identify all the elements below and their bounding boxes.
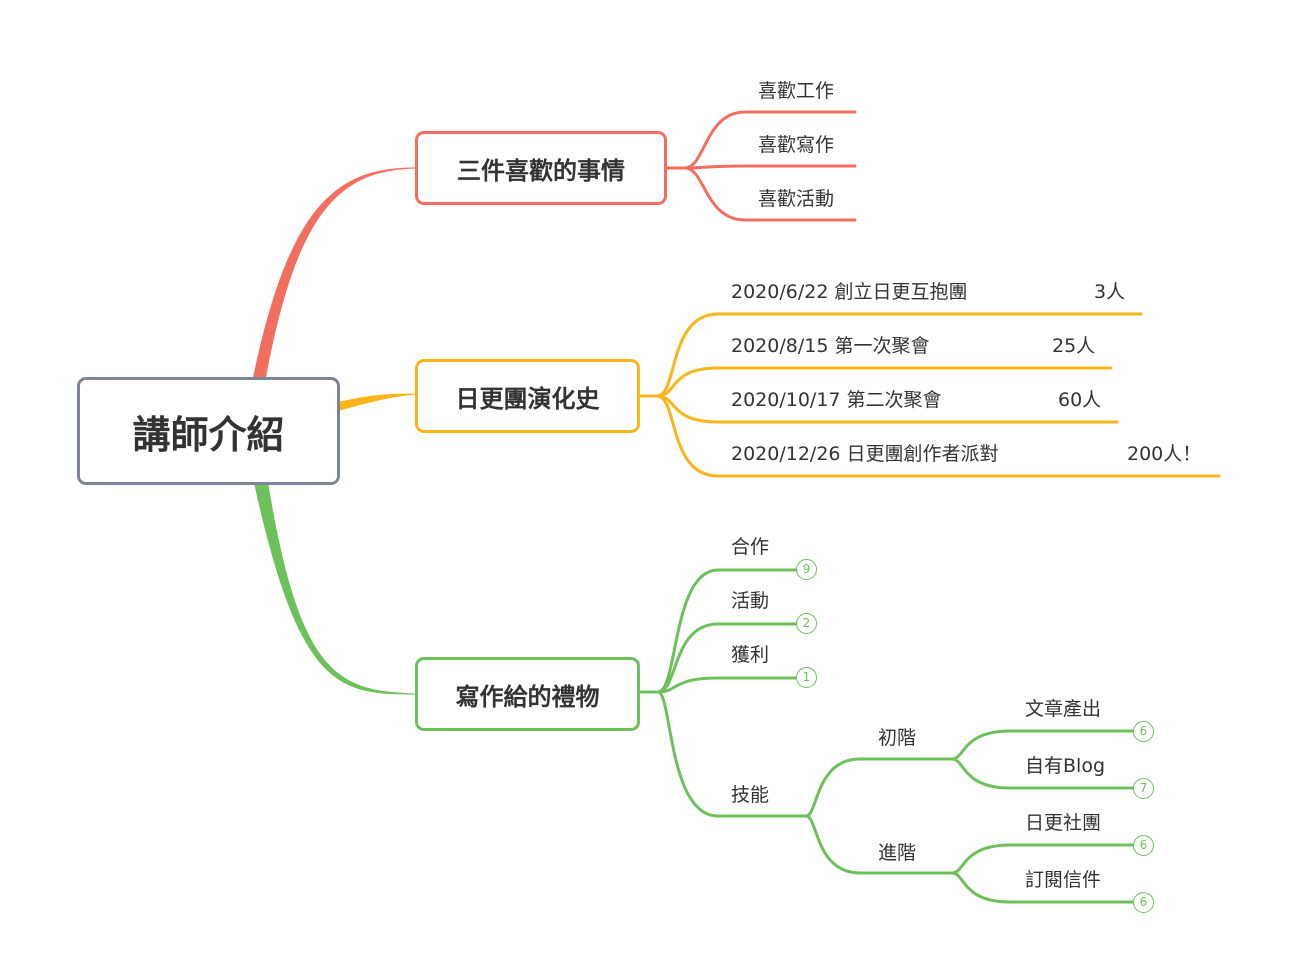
subtopic-like-work[interactable]: 喜歡工作 (758, 80, 835, 102)
root-topic[interactable]: 講師介紹 (77, 377, 340, 485)
connector-line (656, 676, 799, 694)
connector-line (655, 312, 1143, 398)
skill-item-newsletter[interactable]: 訂閱信件 (1025, 869, 1102, 891)
connector-line (683, 110, 857, 170)
connector-line (950, 843, 1136, 875)
skill-level-advanced[interactable]: 進階 (878, 842, 917, 864)
connector-line (950, 757, 1136, 790)
connector-line (804, 757, 954, 818)
count-badge: 6 (1133, 835, 1154, 856)
history-item-count: 200人！ (1127, 443, 1202, 465)
history-item-count: 25人 (1052, 335, 1096, 357)
connector-line (950, 729, 1136, 761)
count-badge: 7 (1133, 778, 1154, 799)
connector-line (655, 394, 1221, 478)
count-badge: 9 (796, 559, 817, 580)
connector-line (656, 568, 799, 694)
connector-line (683, 164, 857, 170)
root-connector (252, 167, 416, 381)
gift-item-cooperation[interactable]: 合作 (731, 536, 770, 558)
gift-item-skills[interactable]: 技能 (731, 784, 770, 806)
history-item-count: 3人 (1094, 281, 1126, 303)
branch-topic-history[interactable]: 日更團演化史 (415, 359, 640, 433)
subtopic-like-events[interactable]: 喜歡活動 (758, 188, 835, 210)
count-badge: 6 (1133, 721, 1154, 742)
count-badge: 1 (796, 667, 817, 688)
history-item-label[interactable]: 2020/6/22 創立日更互抱團 (731, 281, 968, 303)
history-item-label[interactable]: 2020/12/26 日更團創作者派對 (731, 443, 999, 465)
history-item-label[interactable]: 2020/8/15 第一次聚會 (731, 335, 930, 357)
gift-item-events[interactable]: 活動 (731, 590, 770, 612)
history-item-label[interactable]: 2020/10/17 第二次聚會 (731, 389, 942, 411)
root-connector (254, 484, 416, 695)
gift-item-profit[interactable]: 獲利 (731, 644, 770, 666)
branch-topic-gifts[interactable]: 寫作給的禮物 (415, 657, 640, 731)
count-badge: 6 (1133, 892, 1154, 913)
skill-item-articles[interactable]: 文章產出 (1025, 698, 1102, 720)
connector-line (655, 366, 1113, 398)
connector-line (656, 690, 808, 818)
skill-level-beginner[interactable]: 初階 (878, 727, 917, 749)
branch-topic-likes[interactable]: 三件喜歡的事情 (415, 131, 667, 205)
connector-line (804, 814, 954, 875)
count-badge: 2 (796, 613, 817, 634)
connector-line (683, 166, 857, 222)
subtopic-like-writing[interactable]: 喜歡寫作 (758, 134, 835, 156)
skill-item-community[interactable]: 日更社團 (1025, 812, 1102, 834)
connector-line (950, 871, 1136, 904)
root-connector (339, 393, 416, 411)
skill-item-blog[interactable]: 自有Blog (1025, 755, 1105, 777)
history-item-count: 60人 (1058, 389, 1102, 411)
connector-line (656, 622, 799, 694)
